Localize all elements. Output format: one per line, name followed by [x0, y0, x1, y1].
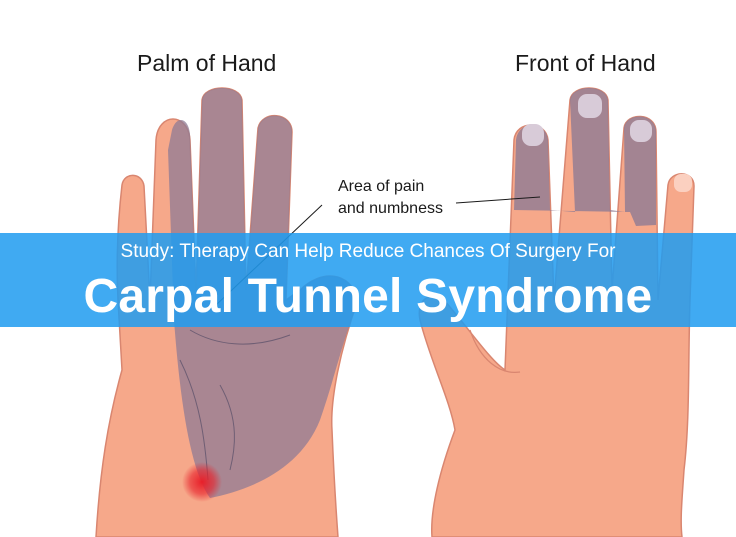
nail-pinky	[674, 174, 692, 192]
nail-middle	[578, 94, 602, 118]
thumb-front	[469, 329, 521, 373]
callout-line-1: Area of pain	[338, 178, 425, 195]
nail-ring	[630, 120, 652, 142]
palm-of-hand-label: Palm of Hand	[137, 50, 277, 76]
front-affected-area	[514, 88, 656, 226]
nail-index	[522, 124, 544, 146]
palm-crease-1	[189, 329, 291, 345]
pain-point-marker	[182, 462, 222, 502]
palm-crease-3	[219, 384, 235, 471]
front-of-hand-label: Front of Hand	[515, 50, 656, 76]
callout-line-right	[455, 196, 541, 204]
banner-headline: Carpal Tunnel Syndrome	[83, 270, 653, 323]
pain-area-callout: Area of pain and numbness	[338, 176, 443, 220]
headline-banner: Study: Therapy Can Help Reduce Chances O…	[0, 233, 736, 327]
callout-line-2: and numbness	[338, 200, 443, 217]
banner-subtitle: Study: Therapy Can Help Reduce Chances O…	[120, 241, 616, 262]
